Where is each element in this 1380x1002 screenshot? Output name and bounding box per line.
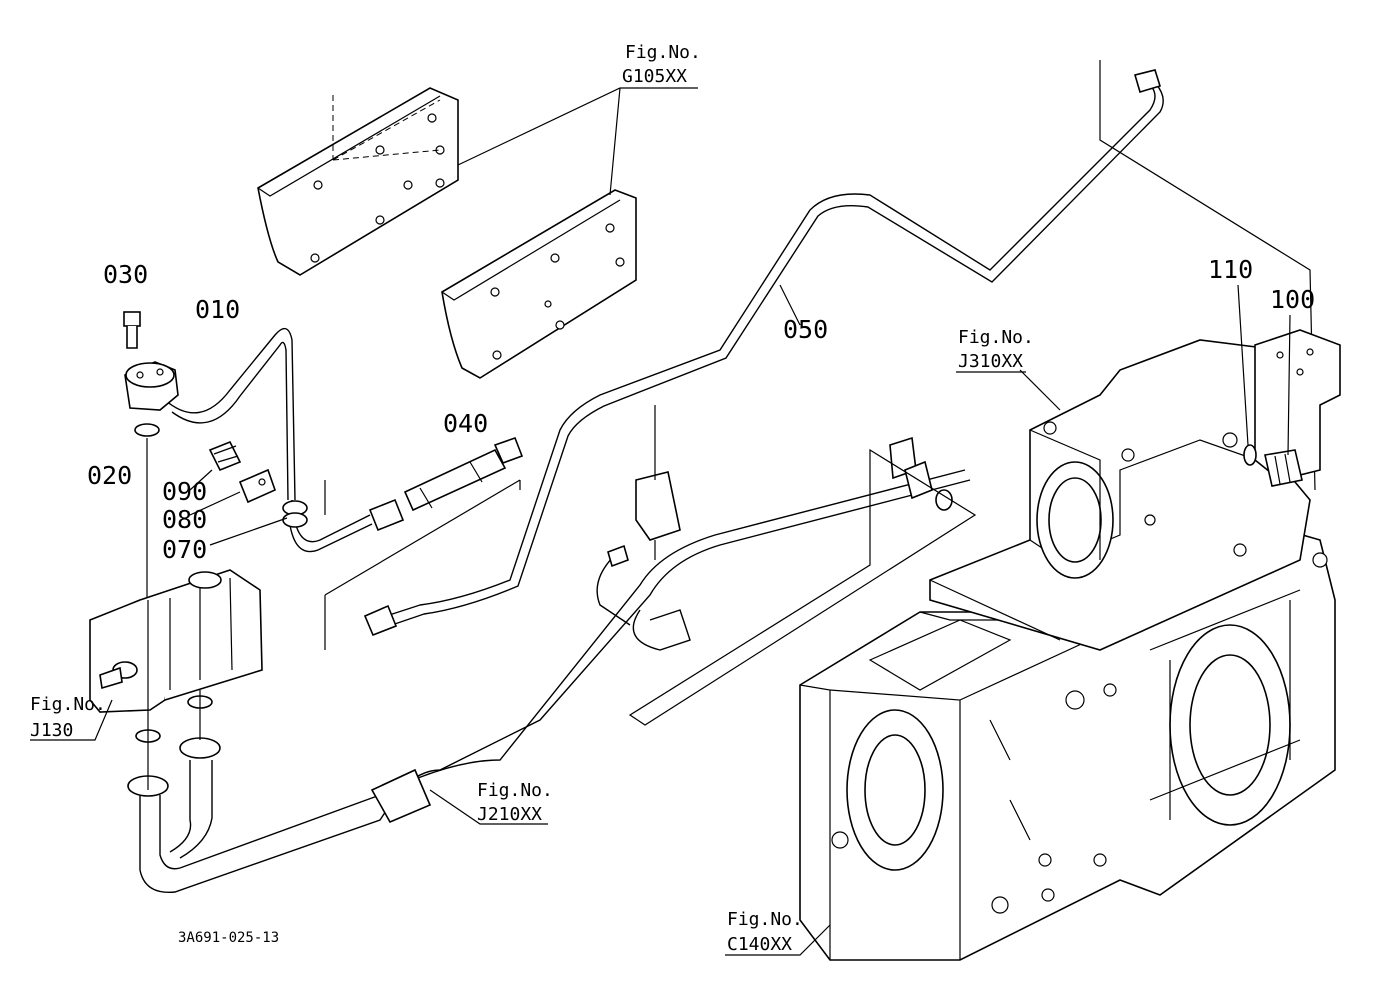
label-part-100: 100 — [1270, 285, 1315, 314]
leader-050 — [779, 284, 801, 326]
figref-j210-code: J210XX — [477, 804, 542, 825]
leader-g105 — [457, 87, 698, 196]
rear-plate-upper — [257, 87, 459, 276]
leaders-110-100 — [1237, 284, 1291, 456]
fitting-100 — [1264, 449, 1303, 487]
flange-lower-right — [179, 737, 221, 759]
drawing-code: 3A691-025-13 — [178, 930, 279, 946]
o-ring-020 — [134, 423, 160, 437]
label-part-110: 110 — [1208, 255, 1253, 284]
leader-j130 — [30, 699, 113, 741]
figref-j130-prefix: Fig.No. — [30, 694, 106, 715]
leaders-090-080-070 — [189, 469, 288, 546]
label-part-040: 040 — [443, 409, 488, 438]
suction-bbox — [628, 448, 977, 726]
figref-g105-prefix: Fig.No. — [625, 42, 701, 63]
hose-040-bbox — [324, 479, 521, 650]
pump-centerlines — [147, 600, 201, 790]
figref-j310-code: J310XX — [958, 351, 1023, 372]
hitch-housing — [929, 339, 1311, 651]
valve-block — [1254, 329, 1341, 481]
tube-050 — [363, 69, 1164, 637]
clamp-bracket — [635, 405, 681, 560]
label-part-070: 070 — [162, 535, 207, 564]
figref-c140-prefix: Fig.No. — [727, 909, 803, 930]
leader-j210 — [429, 789, 548, 825]
figref-g105-code: G105XX — [622, 66, 687, 87]
tube-010 — [164, 327, 373, 553]
hose-040 — [368, 436, 524, 532]
suction-pipe — [139, 469, 971, 894]
bracket-080 — [238, 468, 276, 504]
rear-plate-lower — [441, 189, 637, 379]
leader-c140 — [725, 924, 831, 956]
o-ring-110 — [1243, 444, 1257, 466]
label-part-020: 020 — [87, 461, 132, 490]
pump-assembly — [89, 569, 263, 713]
wire-harness — [596, 544, 691, 651]
label-part-050: 050 — [783, 315, 828, 344]
figref-c140-code: C140XX — [727, 934, 792, 955]
figref-j310-prefix: Fig.No. — [958, 327, 1034, 348]
figref-j210-prefix: Fig.No. — [477, 780, 553, 801]
suction-fitting — [889, 436, 953, 511]
transmission-case — [799, 519, 1336, 961]
adapter-090 — [208, 440, 242, 472]
bolt-030 — [123, 311, 141, 349]
label-part-080: 080 — [162, 505, 207, 534]
leader-j310 — [1019, 369, 1061, 411]
flange-block — [124, 361, 179, 411]
label-part-090: 090 — [162, 477, 207, 506]
label-part-010: 010 — [195, 295, 240, 324]
label-part-030: 030 — [103, 260, 148, 289]
figref-j130-code: J130 — [30, 720, 73, 741]
